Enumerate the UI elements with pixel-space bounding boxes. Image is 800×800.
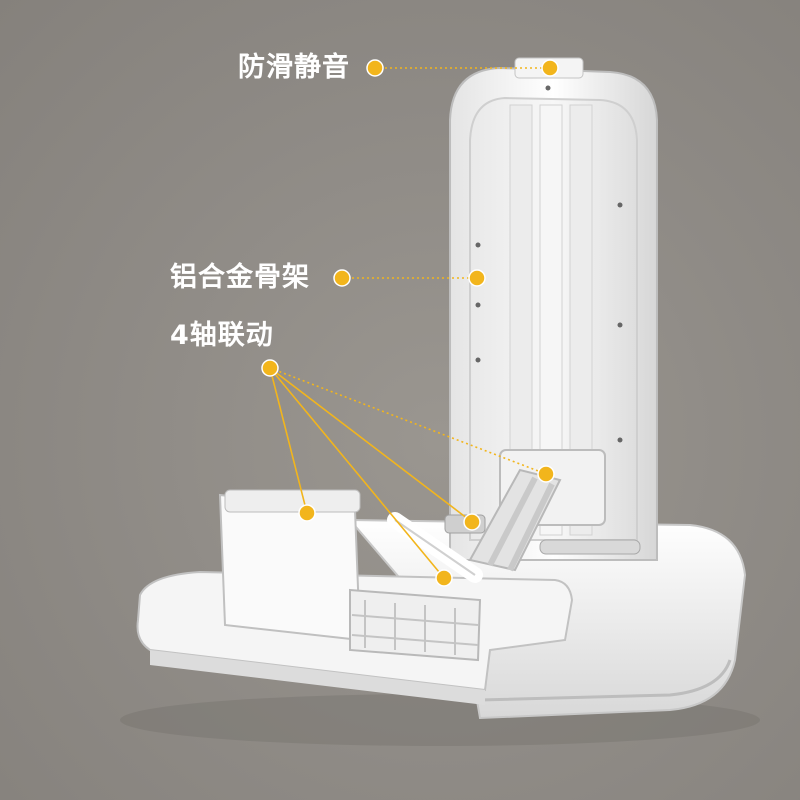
marker-dot: [463, 513, 481, 531]
marker-dot: [298, 504, 316, 522]
marker-dot: [541, 59, 559, 77]
leader-lines: [269, 67, 550, 579]
marker-dot: [333, 269, 351, 287]
marker-dot: [537, 465, 555, 483]
marker-dots: [261, 59, 559, 587]
folding-tray: [136, 489, 574, 705]
marker-dot: [261, 359, 279, 377]
label-anti-slip: 防滑静音: [238, 52, 350, 83]
label-aluminum-frame: 铝合金骨架: [170, 262, 310, 293]
marker-dot: [366, 59, 384, 77]
label-four-axis-linkage: 4轴联动: [170, 320, 274, 351]
marker-dot: [468, 269, 486, 287]
marker-dot: [435, 569, 453, 587]
aluminum-frame: [449, 57, 658, 561]
